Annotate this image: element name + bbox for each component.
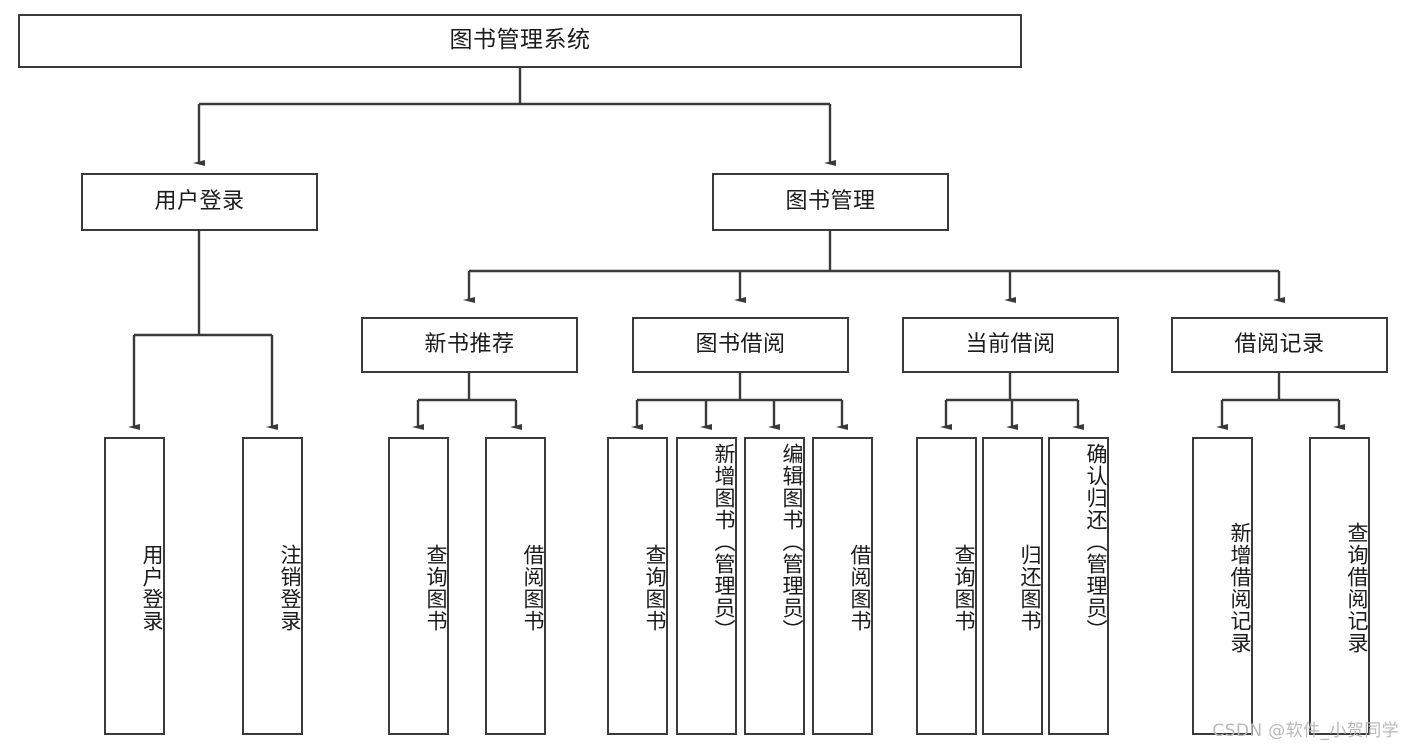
- node-label: 编辑图书（管理员）: [780, 443, 804, 641]
- node-label: 注销登录: [278, 544, 302, 632]
- node-book-borrow[interactable]: 图书借阅: [632, 317, 849, 373]
- leaf-new-book-query-book[interactable]: 查询图书: [388, 437, 449, 735]
- leaf-current-borrow-query-book[interactable]: 查询图书: [916, 437, 977, 735]
- leaf-book-borrow-add-book-admin[interactable]: 新增图书（管理员）: [676, 437, 737, 735]
- leaf-new-book-borrow-book[interactable]: 借阅图书: [485, 437, 546, 735]
- leaf-current-borrow-confirm-return-admin[interactable]: 确认归还（管理员）: [1048, 437, 1109, 735]
- node-label: 查询图书: [643, 544, 667, 632]
- leaf-book-borrow-borrow-book[interactable]: 借阅图书: [812, 437, 873, 735]
- node-label: 确认归还（管理员）: [1084, 443, 1108, 641]
- node-root-book-management-system[interactable]: 图书管理系统: [18, 14, 1022, 68]
- node-label: 归还图书: [1018, 544, 1042, 632]
- leaf-borrow-record-query-record[interactable]: 查询借阅记录: [1309, 437, 1370, 735]
- node-label: 图书管理: [785, 188, 876, 214]
- node-label: 新增借阅记录: [1228, 522, 1252, 654]
- node-label: 图书借阅: [695, 331, 786, 357]
- node-label: 借阅记录: [1234, 331, 1325, 357]
- node-label: 借阅图书: [848, 544, 872, 632]
- node-current-borrow[interactable]: 当前借阅: [902, 317, 1119, 373]
- node-label: 用户登录: [154, 188, 245, 214]
- leaf-user-login-login[interactable]: 用户登录: [104, 437, 165, 735]
- node-label: 查询图书: [952, 544, 976, 632]
- leaf-book-borrow-edit-book-admin[interactable]: 编辑图书（管理员）: [744, 437, 805, 735]
- leaf-borrow-record-add-record[interactable]: 新增借阅记录: [1192, 437, 1253, 735]
- leaf-book-borrow-query-book[interactable]: 查询图书: [607, 437, 668, 735]
- node-label: 查询图书: [424, 544, 448, 632]
- node-label: 新增图书（管理员）: [712, 443, 736, 641]
- node-label: 当前借阅: [965, 331, 1056, 357]
- node-new-book-recommend[interactable]: 新书推荐: [361, 317, 578, 373]
- leaf-current-borrow-return-book[interactable]: 归还图书: [982, 437, 1043, 735]
- node-borrow-record[interactable]: 借阅记录: [1171, 317, 1388, 373]
- node-label: 用户登录: [140, 544, 164, 632]
- node-label: 借阅图书: [521, 544, 545, 632]
- node-label: 图书管理系统: [449, 27, 591, 54]
- leaf-user-login-logout[interactable]: 注销登录: [242, 437, 303, 735]
- node-label: 查询借阅记录: [1345, 522, 1369, 654]
- node-user-login[interactable]: 用户登录: [81, 173, 318, 231]
- node-label: 新书推荐: [424, 331, 515, 357]
- node-book-management[interactable]: 图书管理: [712, 173, 949, 231]
- watermark: CSDN @软件_小贺同学: [1212, 721, 1399, 741]
